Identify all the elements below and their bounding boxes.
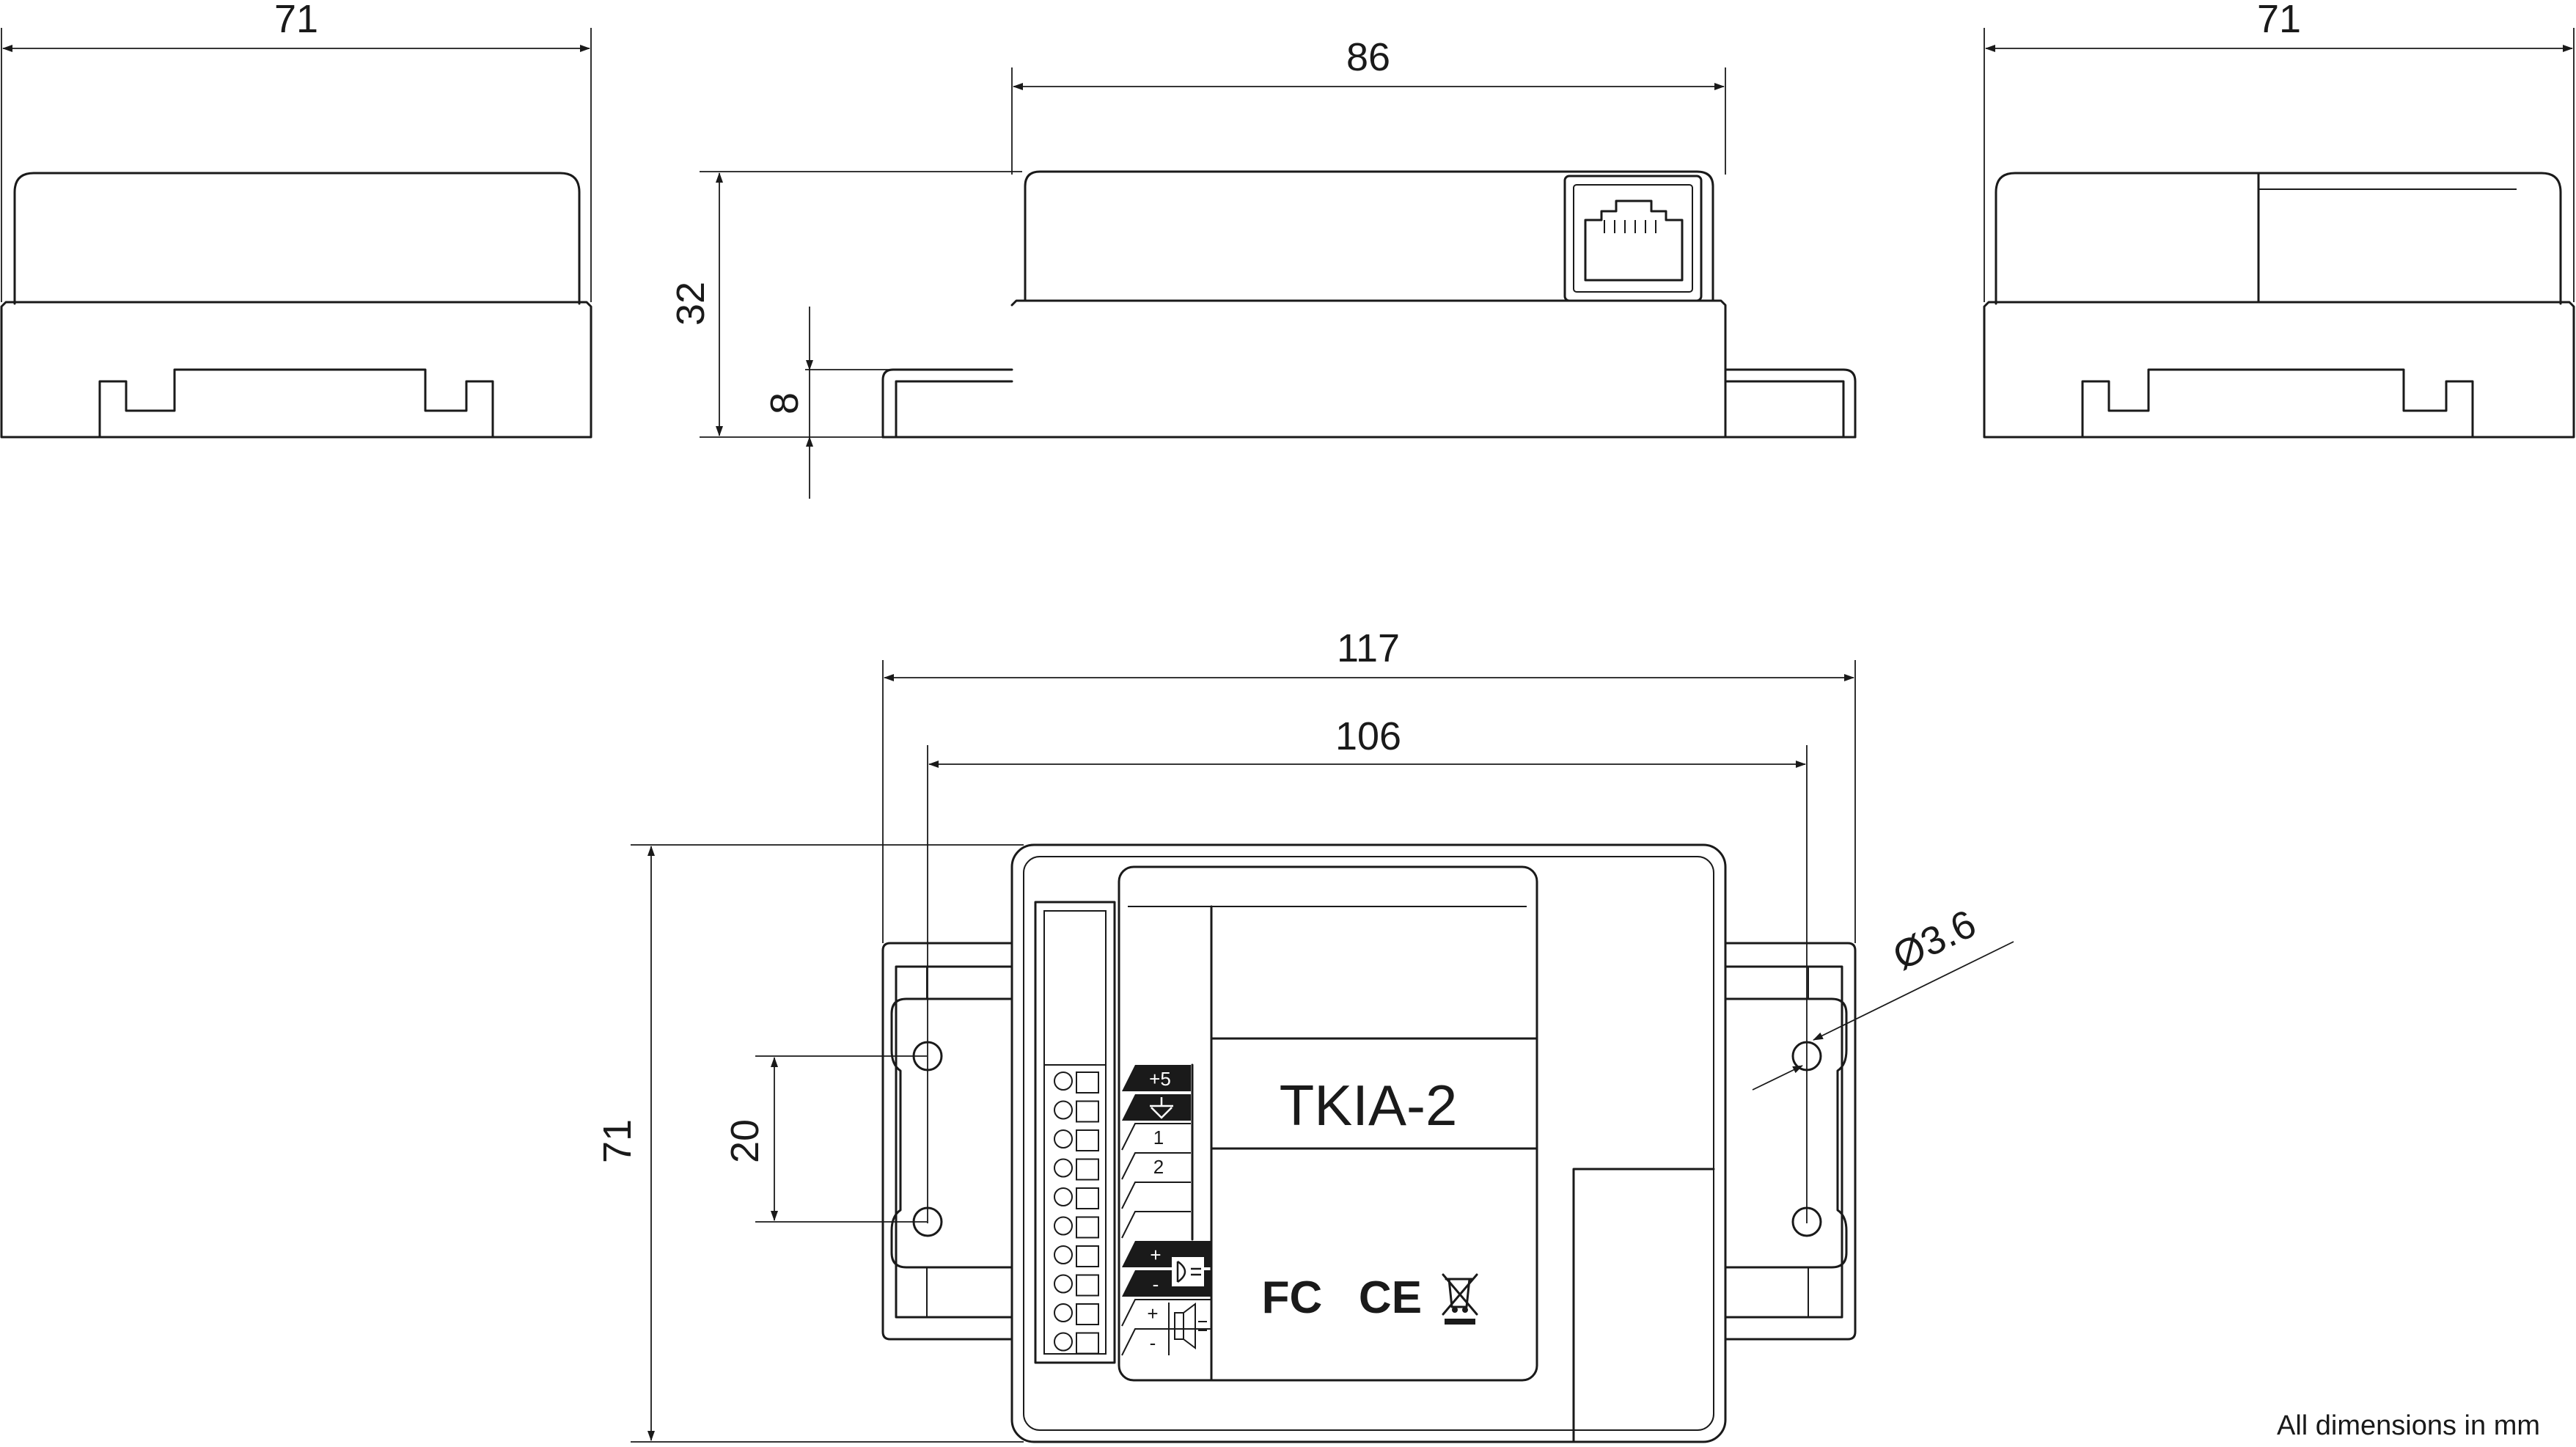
terminal-screw bbox=[1054, 1303, 1073, 1322]
top-view: 117 106 71 20 Ø3.6 bbox=[595, 626, 2014, 1443]
terminal-screw bbox=[1054, 1332, 1073, 1352]
depth-label: 71 bbox=[595, 1119, 639, 1163]
terminal-slot bbox=[1076, 1187, 1099, 1209]
terminal-screw bbox=[1054, 1100, 1073, 1120]
terminal-slot bbox=[1076, 1216, 1099, 1239]
terminal-screw bbox=[1054, 1245, 1073, 1264]
terminal-screw bbox=[1054, 1187, 1073, 1206]
overall-width-label: 117 bbox=[1337, 626, 1400, 670]
terminal-slot bbox=[1076, 1071, 1099, 1094]
terminal-screw bbox=[1054, 1216, 1073, 1236]
rj45-port-icon bbox=[1563, 175, 1703, 302]
mounting-hole bbox=[1791, 1206, 1822, 1237]
hole-diameter-label: Ø3.6 bbox=[1886, 901, 1983, 978]
mounting-hole bbox=[1791, 1041, 1822, 1071]
right-view-width-label: 71 bbox=[2257, 0, 2301, 41]
mounting-hole bbox=[912, 1041, 943, 1071]
right-side-view: 71 bbox=[1983, 0, 2575, 439]
front-view-width-label: 86 bbox=[1346, 35, 1390, 79]
units-note: All dimensions in mm bbox=[2277, 1410, 2540, 1441]
svg-text:1: 1 bbox=[1153, 1127, 1164, 1149]
terminal-slot bbox=[1076, 1129, 1099, 1151]
crossed-bin-icon bbox=[1442, 1273, 1478, 1325]
terminal-screw bbox=[1054, 1129, 1073, 1149]
terminal-slot bbox=[1076, 1274, 1099, 1297]
terminal-slot bbox=[1076, 1100, 1099, 1123]
device-label: TKIA-2 +5 1 2 + bbox=[1118, 865, 1538, 1382]
svg-text:+: + bbox=[1150, 1244, 1161, 1266]
svg-text:2: 2 bbox=[1153, 1156, 1164, 1178]
ground-icon bbox=[1150, 1097, 1173, 1119]
left-view-width-label: 71 bbox=[274, 0, 318, 41]
terminal-slot bbox=[1076, 1245, 1099, 1267]
flange-height-label: 8 bbox=[763, 392, 807, 414]
mounting-hole bbox=[912, 1206, 943, 1237]
hole-pitch-label: 20 bbox=[723, 1119, 767, 1163]
front-view: 86 32 8 bbox=[669, 35, 1857, 499]
front-view-height-label: 32 bbox=[669, 282, 713, 326]
terminal-legend: +5 1 2 + - bbox=[1121, 1063, 1211, 1356]
terminal-screw bbox=[1054, 1071, 1073, 1091]
terminal-slot bbox=[1076, 1158, 1099, 1181]
left-side-view: 71 bbox=[0, 0, 592, 439]
fcc-mark: FC bbox=[1262, 1272, 1323, 1323]
svg-text:-: - bbox=[1150, 1332, 1156, 1354]
terminal-screw bbox=[1054, 1274, 1073, 1294]
terminal-screw bbox=[1054, 1158, 1073, 1178]
terminal-slot bbox=[1076, 1332, 1099, 1355]
hole-spacing-label: 106 bbox=[1335, 714, 1401, 758]
model-label: TKIA-2 bbox=[1280, 1073, 1458, 1138]
terminal-block bbox=[1034, 901, 1116, 1364]
svg-text:-: - bbox=[1153, 1273, 1159, 1295]
terminal-slot bbox=[1076, 1303, 1099, 1325]
svg-text:+: + bbox=[1147, 1303, 1158, 1325]
ce-mark: CE bbox=[1359, 1272, 1422, 1323]
microphone-icon bbox=[1172, 1257, 1204, 1286]
speaker-icon bbox=[1174, 1303, 1207, 1349]
svg-text:+5: +5 bbox=[1149, 1068, 1171, 1090]
